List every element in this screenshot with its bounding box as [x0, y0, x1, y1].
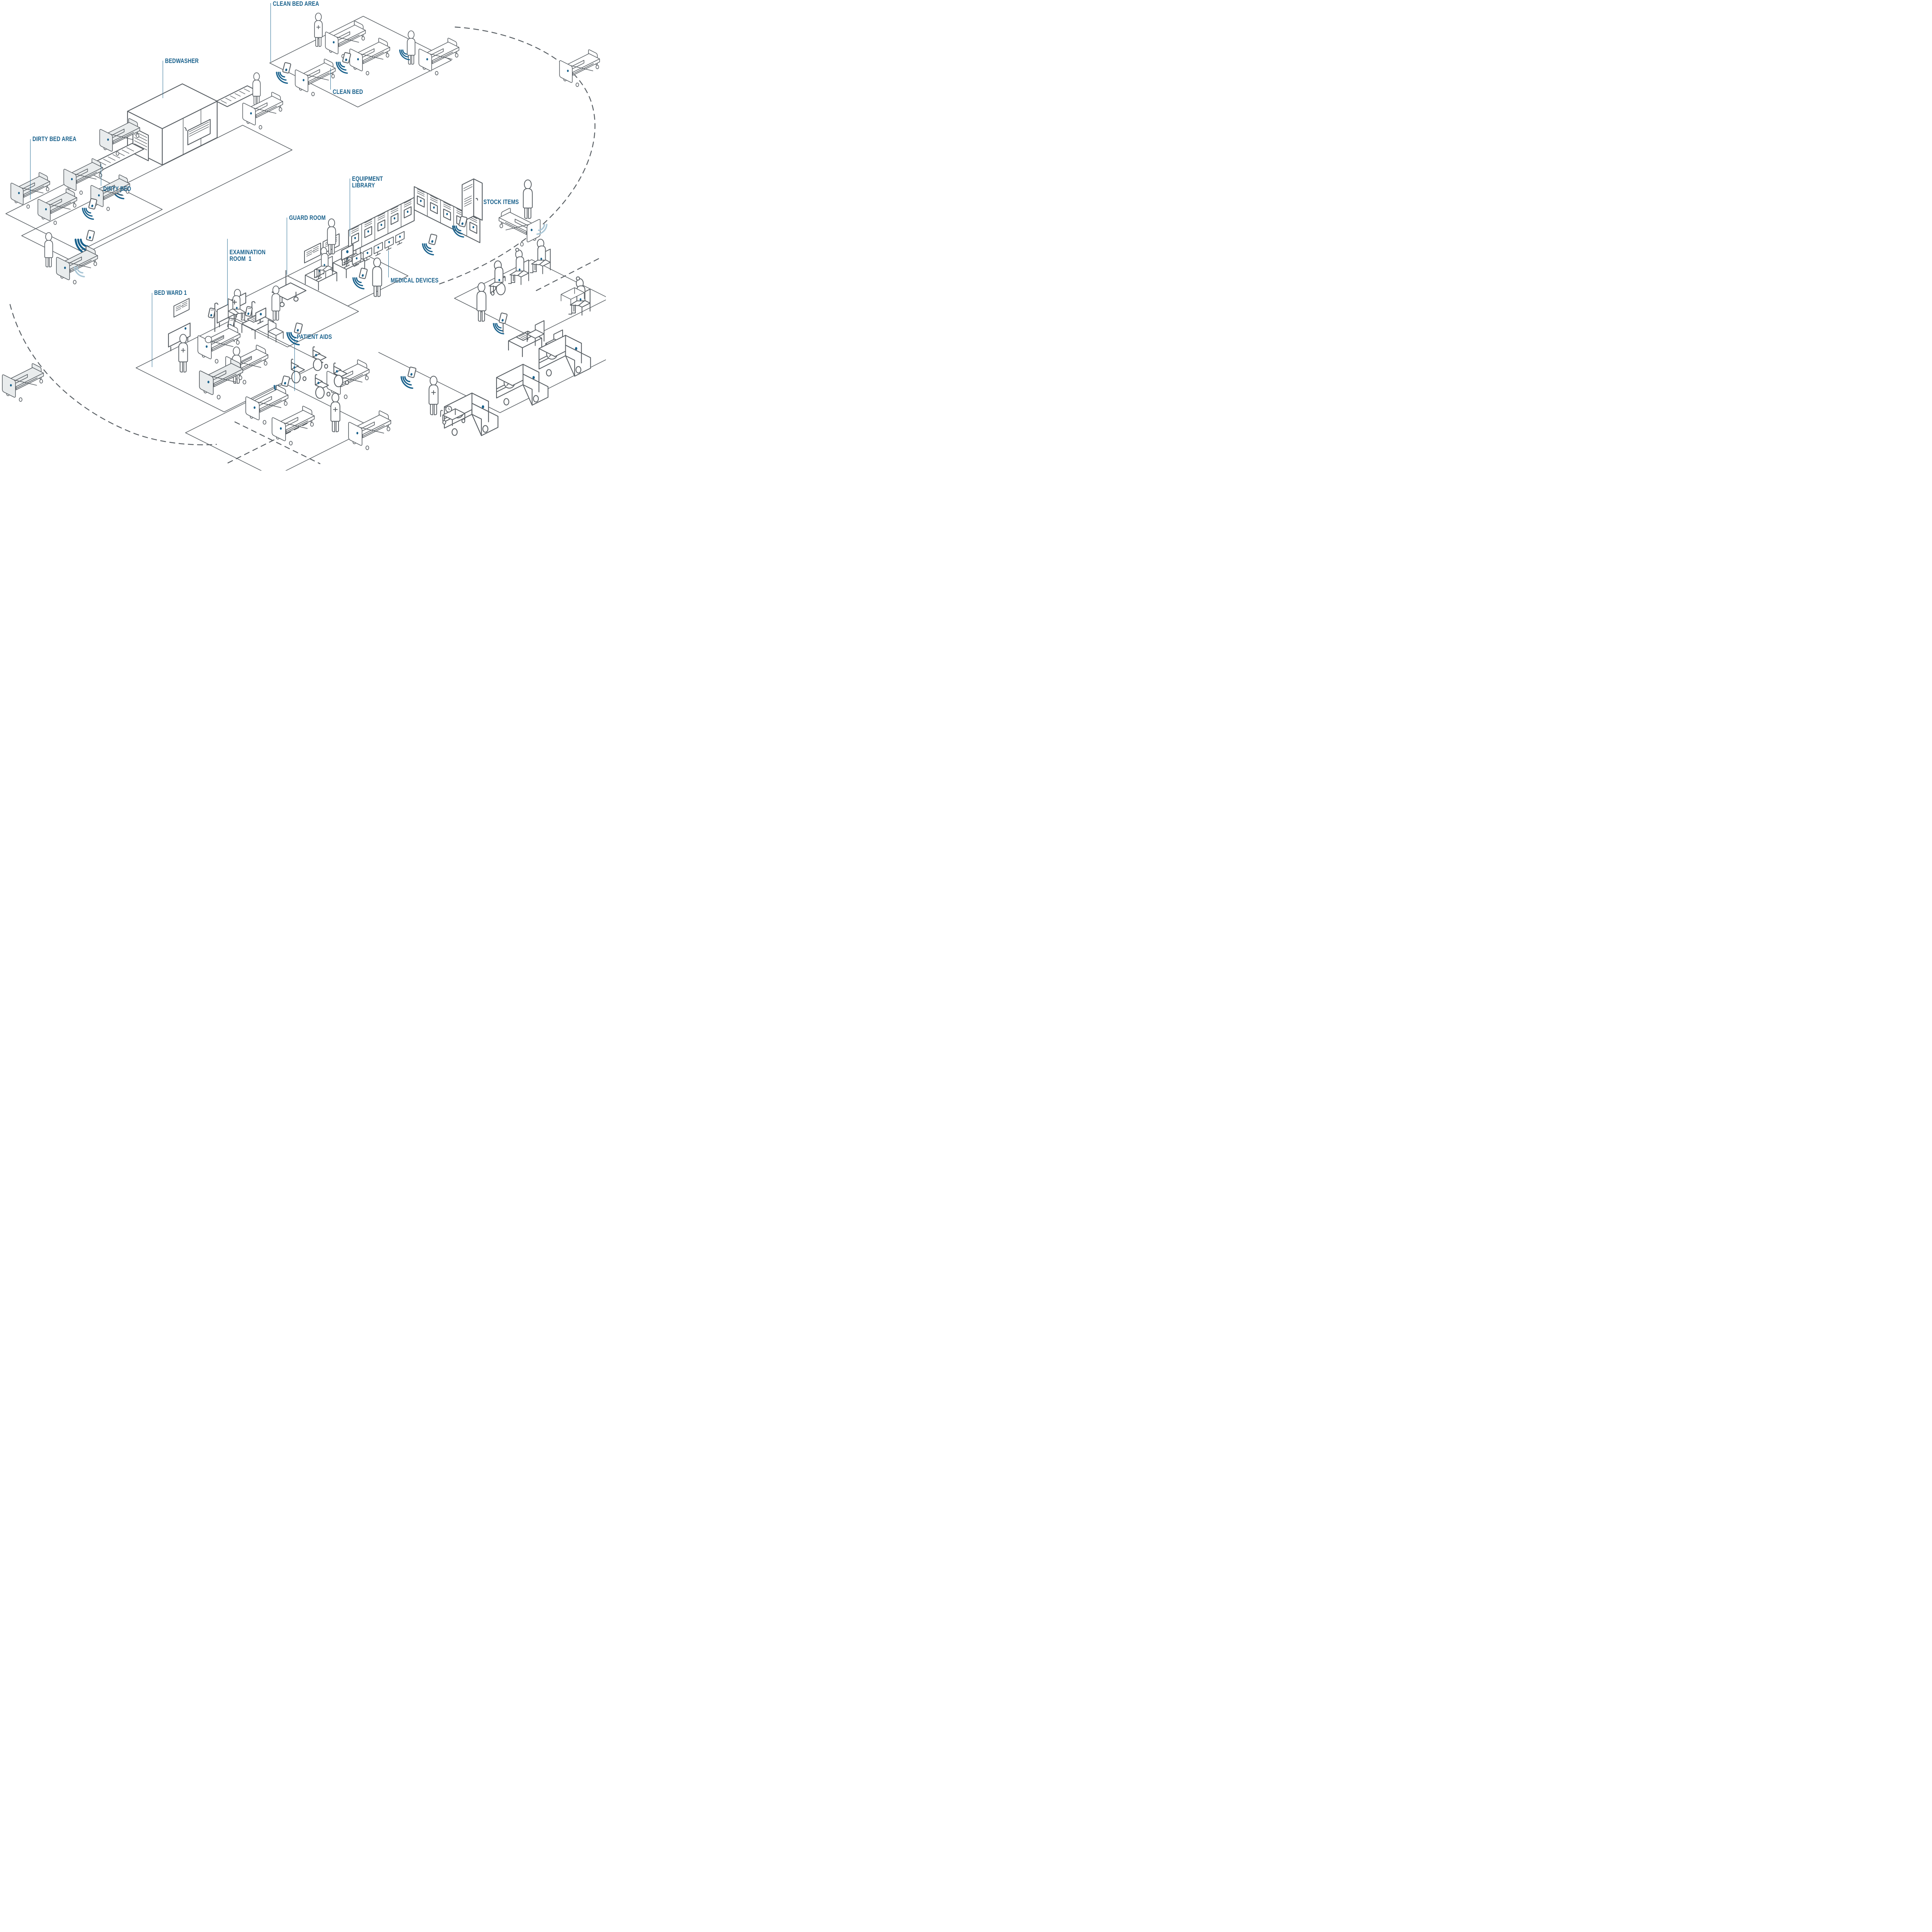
person-icon — [372, 257, 382, 297]
medical-device-icon — [363, 247, 372, 262]
notice-board-icon — [304, 243, 321, 264]
wifi-signal-icon — [82, 207, 94, 220]
isometric-illustration — [2, 0, 606, 471]
nurse-icon — [429, 376, 438, 415]
clean-bed-icon — [418, 37, 459, 75]
tall-cabinet-icon — [461, 178, 483, 223]
dirty-bed-area-leader-line — [30, 139, 31, 199]
seated-patient-icon — [509, 248, 529, 284]
asset-tag-icon — [359, 267, 368, 279]
worker-icon — [252, 72, 261, 105]
wifi-signal-icon — [493, 323, 504, 335]
ambulance-icon — [496, 364, 549, 406]
clean-bed-leader-line — [330, 68, 331, 90]
patient-aids-leader-line — [294, 337, 295, 391]
person-icon — [476, 282, 486, 322]
medical-device-icon — [395, 231, 405, 245]
asset-tag-icon — [281, 375, 291, 387]
wheelchair-icon — [291, 359, 307, 384]
label-dirty-bed-area: DIRTY BED AREA — [32, 136, 77, 143]
asset-tag-icon — [282, 62, 292, 74]
diagram-canvas: CLEAN BED AREA BEDWASHER CLEAN BED DIRTY… — [0, 0, 606, 471]
ambulance-icon — [538, 335, 591, 377]
asset-tag-icon — [407, 366, 417, 378]
dirty-bed-icon — [90, 174, 130, 211]
dirty-bed-icon — [56, 246, 98, 284]
nurse-icon — [179, 334, 188, 372]
label-guard-room: GUARD ROOM — [289, 214, 326, 221]
clean-bed-icon — [295, 58, 336, 96]
clean-bed-area-zone — [276, 13, 600, 96]
wifi-signal-icon — [336, 61, 348, 74]
label-equipment-library-line2: LIBRARY — [352, 182, 375, 189]
label-clean-bed-area: CLEAN BED AREA — [273, 0, 319, 7]
wheelchair-patient-icon — [488, 260, 506, 296]
ambulance-zone — [400, 335, 591, 436]
label-examination-room-line2: ROOM 1 — [230, 255, 252, 262]
asset-tag-icon — [428, 233, 438, 245]
porter-with-dirty-bed — [2, 232, 98, 402]
asset-tag-icon — [294, 322, 303, 334]
medical-device-icon — [374, 242, 383, 256]
asset-tag-icon — [86, 230, 95, 242]
clean-bed-icon — [272, 406, 315, 446]
label-examination-room-line1: EXAMINATION — [230, 249, 266, 256]
bedwasher-machine — [87, 72, 283, 199]
clean-bed-icon — [327, 359, 370, 399]
porter-icon — [44, 232, 53, 267]
seated-patient-icon — [530, 238, 551, 274]
clean-bed-icon — [348, 410, 391, 450]
nurse-icon — [315, 13, 322, 47]
label-bedwasher: BEDWASHER — [165, 58, 199, 65]
dirty-bed-icon — [37, 188, 77, 225]
label-clean-bed: CLEAN BED — [333, 88, 363, 95]
bed-ward-examination-zone — [168, 270, 391, 450]
label-bed-ward-1: BED WARD 1 — [154, 289, 187, 296]
wifi-signal-icon — [352, 277, 365, 289]
nurse-icon — [331, 393, 340, 432]
wifi-signal-icon — [422, 243, 434, 255]
wifi-signal-icon — [400, 376, 413, 389]
stock-bed-icon — [498, 208, 541, 247]
porter-icon — [523, 179, 533, 219]
wifi-signal-icon — [276, 71, 288, 84]
examination-room-leader-line — [227, 239, 228, 305]
asset-tag-icon — [88, 198, 98, 210]
medical-device-icon — [384, 236, 394, 251]
label-equipment-library-line1: EQUIPMENT — [352, 175, 383, 182]
wall-board-icon — [173, 298, 190, 318]
patient-icon — [271, 286, 281, 321]
dirty-bed-icon — [2, 363, 44, 402]
clean-bed-area-leader-line — [270, 3, 271, 62]
label-medical-devices: MEDICAL DEVICES — [391, 277, 439, 284]
asset-tag-icon — [498, 312, 508, 324]
waiting-area-zone — [476, 238, 590, 357]
iv-pump-icon — [207, 303, 219, 332]
clean-bed-icon — [242, 92, 283, 129]
dashed-flow-paths — [9, 26, 600, 464]
clean-bed-icon — [245, 385, 289, 425]
dirty-bed-area-zone — [10, 158, 130, 255]
label-dirty-bed: DIRTY BED — [103, 185, 131, 192]
medical-devices-leader-line — [388, 250, 389, 277]
label-stock-items: STOCK ITEMS — [483, 199, 519, 206]
clean-bed-icon — [349, 37, 390, 75]
label-patient-aids: PATIENT AIDS — [297, 333, 332, 340]
